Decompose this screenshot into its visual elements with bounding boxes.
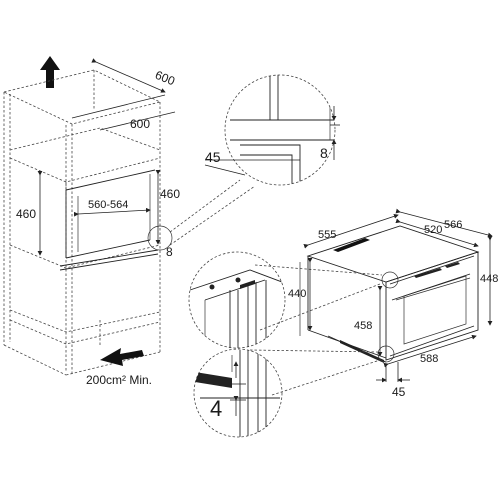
- cabinet-drawing: [2, 56, 256, 376]
- oven-drawing: [249, 208, 493, 396]
- label-gap-small: 8: [166, 245, 173, 259]
- label-oven-front-width: 588: [420, 353, 438, 365]
- label-cabinet-width: 600: [130, 117, 150, 131]
- label-oven-width-outer: 566: [444, 219, 462, 231]
- label-oven-height-left: 440: [288, 288, 306, 300]
- label-oven-depth: 555: [318, 229, 336, 241]
- label-vent-area: 200cm² Min.: [86, 373, 152, 387]
- label-gap-bottom: 4: [210, 396, 222, 421]
- label-cutout-width: 560-564: [88, 199, 128, 211]
- label-cutout-height-left: 460: [16, 207, 36, 221]
- vent-arrow: [100, 348, 144, 366]
- label-detail-depth: 45: [205, 149, 221, 165]
- label-oven-width-inner: 520: [424, 224, 442, 236]
- detail-circle-oven-top: [381, 271, 399, 289]
- detail-top-magnified: [204, 74, 340, 186]
- label-oven-height: 448: [480, 273, 498, 285]
- airflow-up-arrow: [40, 56, 60, 88]
- label-oven-front-depth: 45: [392, 385, 406, 399]
- label-oven-inner-height: 458: [354, 320, 372, 332]
- label-cabinet-depth: 600: [153, 68, 177, 89]
- label-cutout-height-right: 460: [160, 187, 180, 201]
- label-detail-gap: 8: [320, 145, 328, 161]
- detail-bottom-magnified: [193, 348, 283, 438]
